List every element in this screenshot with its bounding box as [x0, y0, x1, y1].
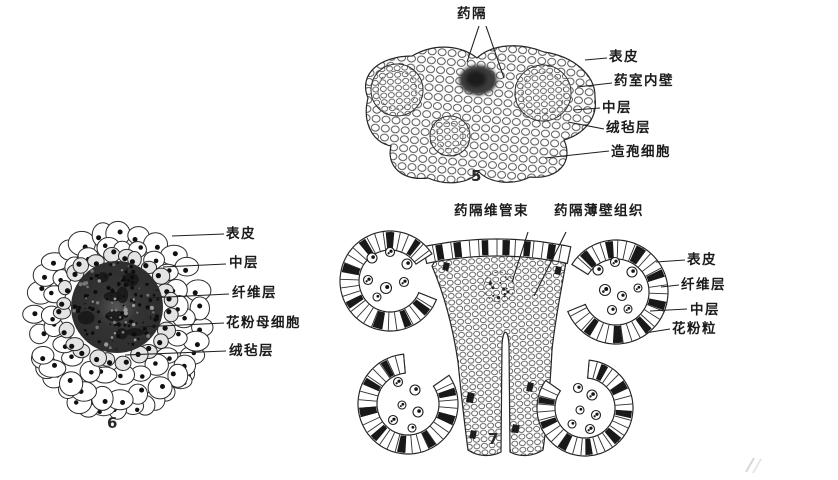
fig5-number: 5 — [471, 167, 482, 185]
fig7-label-connective-vascular-bundle: 药隔维管束 — [454, 203, 529, 219]
fig7-label-middle-layer: 中层 — [690, 302, 720, 318]
fig5-label-epidermis: 表皮 — [609, 49, 639, 65]
fig5-label-sporogenous-cells: 造孢细胞 — [611, 144, 671, 160]
fig5-label-endothecium: 药室内壁 — [614, 73, 674, 89]
fig5-label-tapetum: 绒毡层 — [606, 120, 651, 136]
fig6-label-epidermis: 表皮 — [226, 226, 256, 242]
fig7-label-epidermis: 表皮 — [687, 252, 717, 268]
fig6-label-fibrous-layer: 纤维层 — [232, 285, 277, 301]
fig6-label-tapetum: 绒毡层 — [229, 343, 274, 359]
fig7-label-connective-parenchyma: 药隔薄壁组织 — [554, 203, 644, 219]
fig5-label-middle-layer: 中层 — [602, 100, 632, 116]
fig6-label-middle-layer: 中层 — [229, 255, 259, 271]
fig5-label-connective: 药隔 — [457, 6, 487, 22]
fig7-label-fibrous-layer: 纤维层 — [681, 277, 726, 293]
fig6-label-pollen-mother-cells: 花粉母细胞 — [226, 315, 301, 331]
fig7-label-pollen-grains: 花粉粒 — [672, 321, 717, 337]
fig7-number: 7 — [488, 430, 499, 448]
fig6-number: 6 — [107, 414, 118, 432]
